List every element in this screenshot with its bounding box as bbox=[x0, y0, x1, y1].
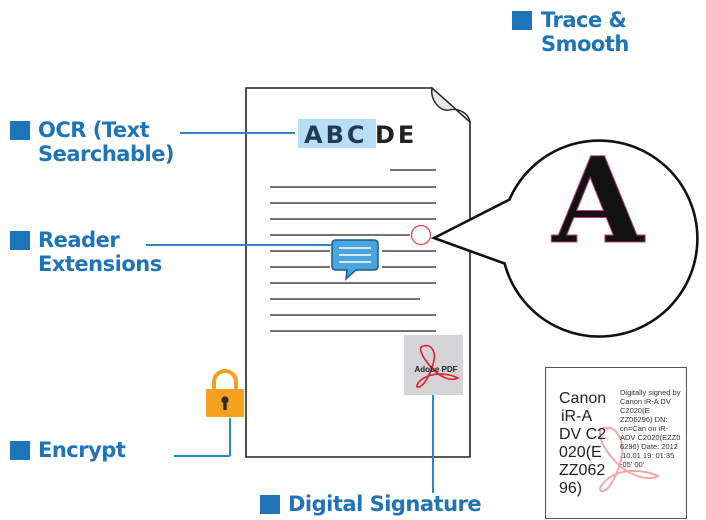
signature-large-line: ZZ062 bbox=[559, 462, 606, 479]
signature-large-line: DV C2 bbox=[559, 426, 607, 443]
page-curl bbox=[431, 86, 472, 124]
label-marker bbox=[10, 121, 30, 140]
label-marker bbox=[10, 231, 30, 250]
lock-icon bbox=[206, 369, 244, 417]
label-trace-line2: Smooth bbox=[541, 32, 629, 56]
signature-block: Canon iR-A DV C2 020(E ZZ062 96) Digital… bbox=[545, 367, 687, 519]
zoom-marker-circle bbox=[410, 224, 432, 246]
label-ocr: OCR (Text Searchable) bbox=[10, 118, 175, 166]
label-reader-line1: Reader bbox=[38, 228, 120, 252]
label-marker bbox=[10, 441, 30, 460]
adobe-pdf-badge bbox=[404, 335, 463, 395]
label-reader-extensions: Reader Extensions bbox=[10, 228, 162, 276]
ocr-connector bbox=[180, 132, 295, 134]
reader-connector bbox=[146, 244, 332, 246]
label-ocr-line1: OCR (Text bbox=[38, 118, 150, 142]
magnified-letter: A bbox=[551, 131, 645, 270]
document-text-lines bbox=[270, 169, 436, 332]
signature-details: Digitally signed by Canon iR-A DV C2020(… bbox=[620, 388, 681, 469]
label-encrypt-text: Encrypt bbox=[38, 438, 126, 462]
comment-bubble-icon bbox=[331, 239, 379, 281]
signature-large-line: 020(E bbox=[559, 444, 602, 461]
signature-large-line: Canon bbox=[559, 390, 607, 407]
label-digital-signature: Digital Signature bbox=[260, 492, 482, 516]
signature-large-line: iR-A bbox=[561, 408, 593, 425]
label-encrypt: Encrypt bbox=[10, 438, 126, 462]
label-trace-line1: Trace & bbox=[541, 8, 627, 32]
signature-connector bbox=[432, 395, 434, 493]
encrypt-connector-v bbox=[229, 418, 231, 456]
adobe-pdf-label: Adobe PDF bbox=[414, 365, 458, 374]
encrypt-connector-h bbox=[174, 455, 230, 457]
ocr-highlight bbox=[298, 119, 376, 148]
magnifier-callout bbox=[430, 139, 699, 338]
label-signature-text: Digital Signature bbox=[288, 492, 482, 516]
label-marker bbox=[260, 495, 280, 514]
doc-heading-ocr: ABC bbox=[304, 121, 367, 149]
signature-watermark bbox=[598, 426, 661, 492]
label-marker bbox=[512, 11, 532, 30]
label-ocr-line2: Searchable) bbox=[38, 142, 175, 166]
signature-name-large: Canon iR-A DV C2 020(E ZZ062 96) bbox=[559, 390, 619, 498]
label-reader-line2: Extensions bbox=[38, 252, 162, 276]
signature-large-line: 96) bbox=[559, 480, 583, 497]
label-trace-smooth: Trace & Smooth bbox=[512, 8, 629, 56]
doc-heading-rest: DE bbox=[375, 121, 417, 149]
